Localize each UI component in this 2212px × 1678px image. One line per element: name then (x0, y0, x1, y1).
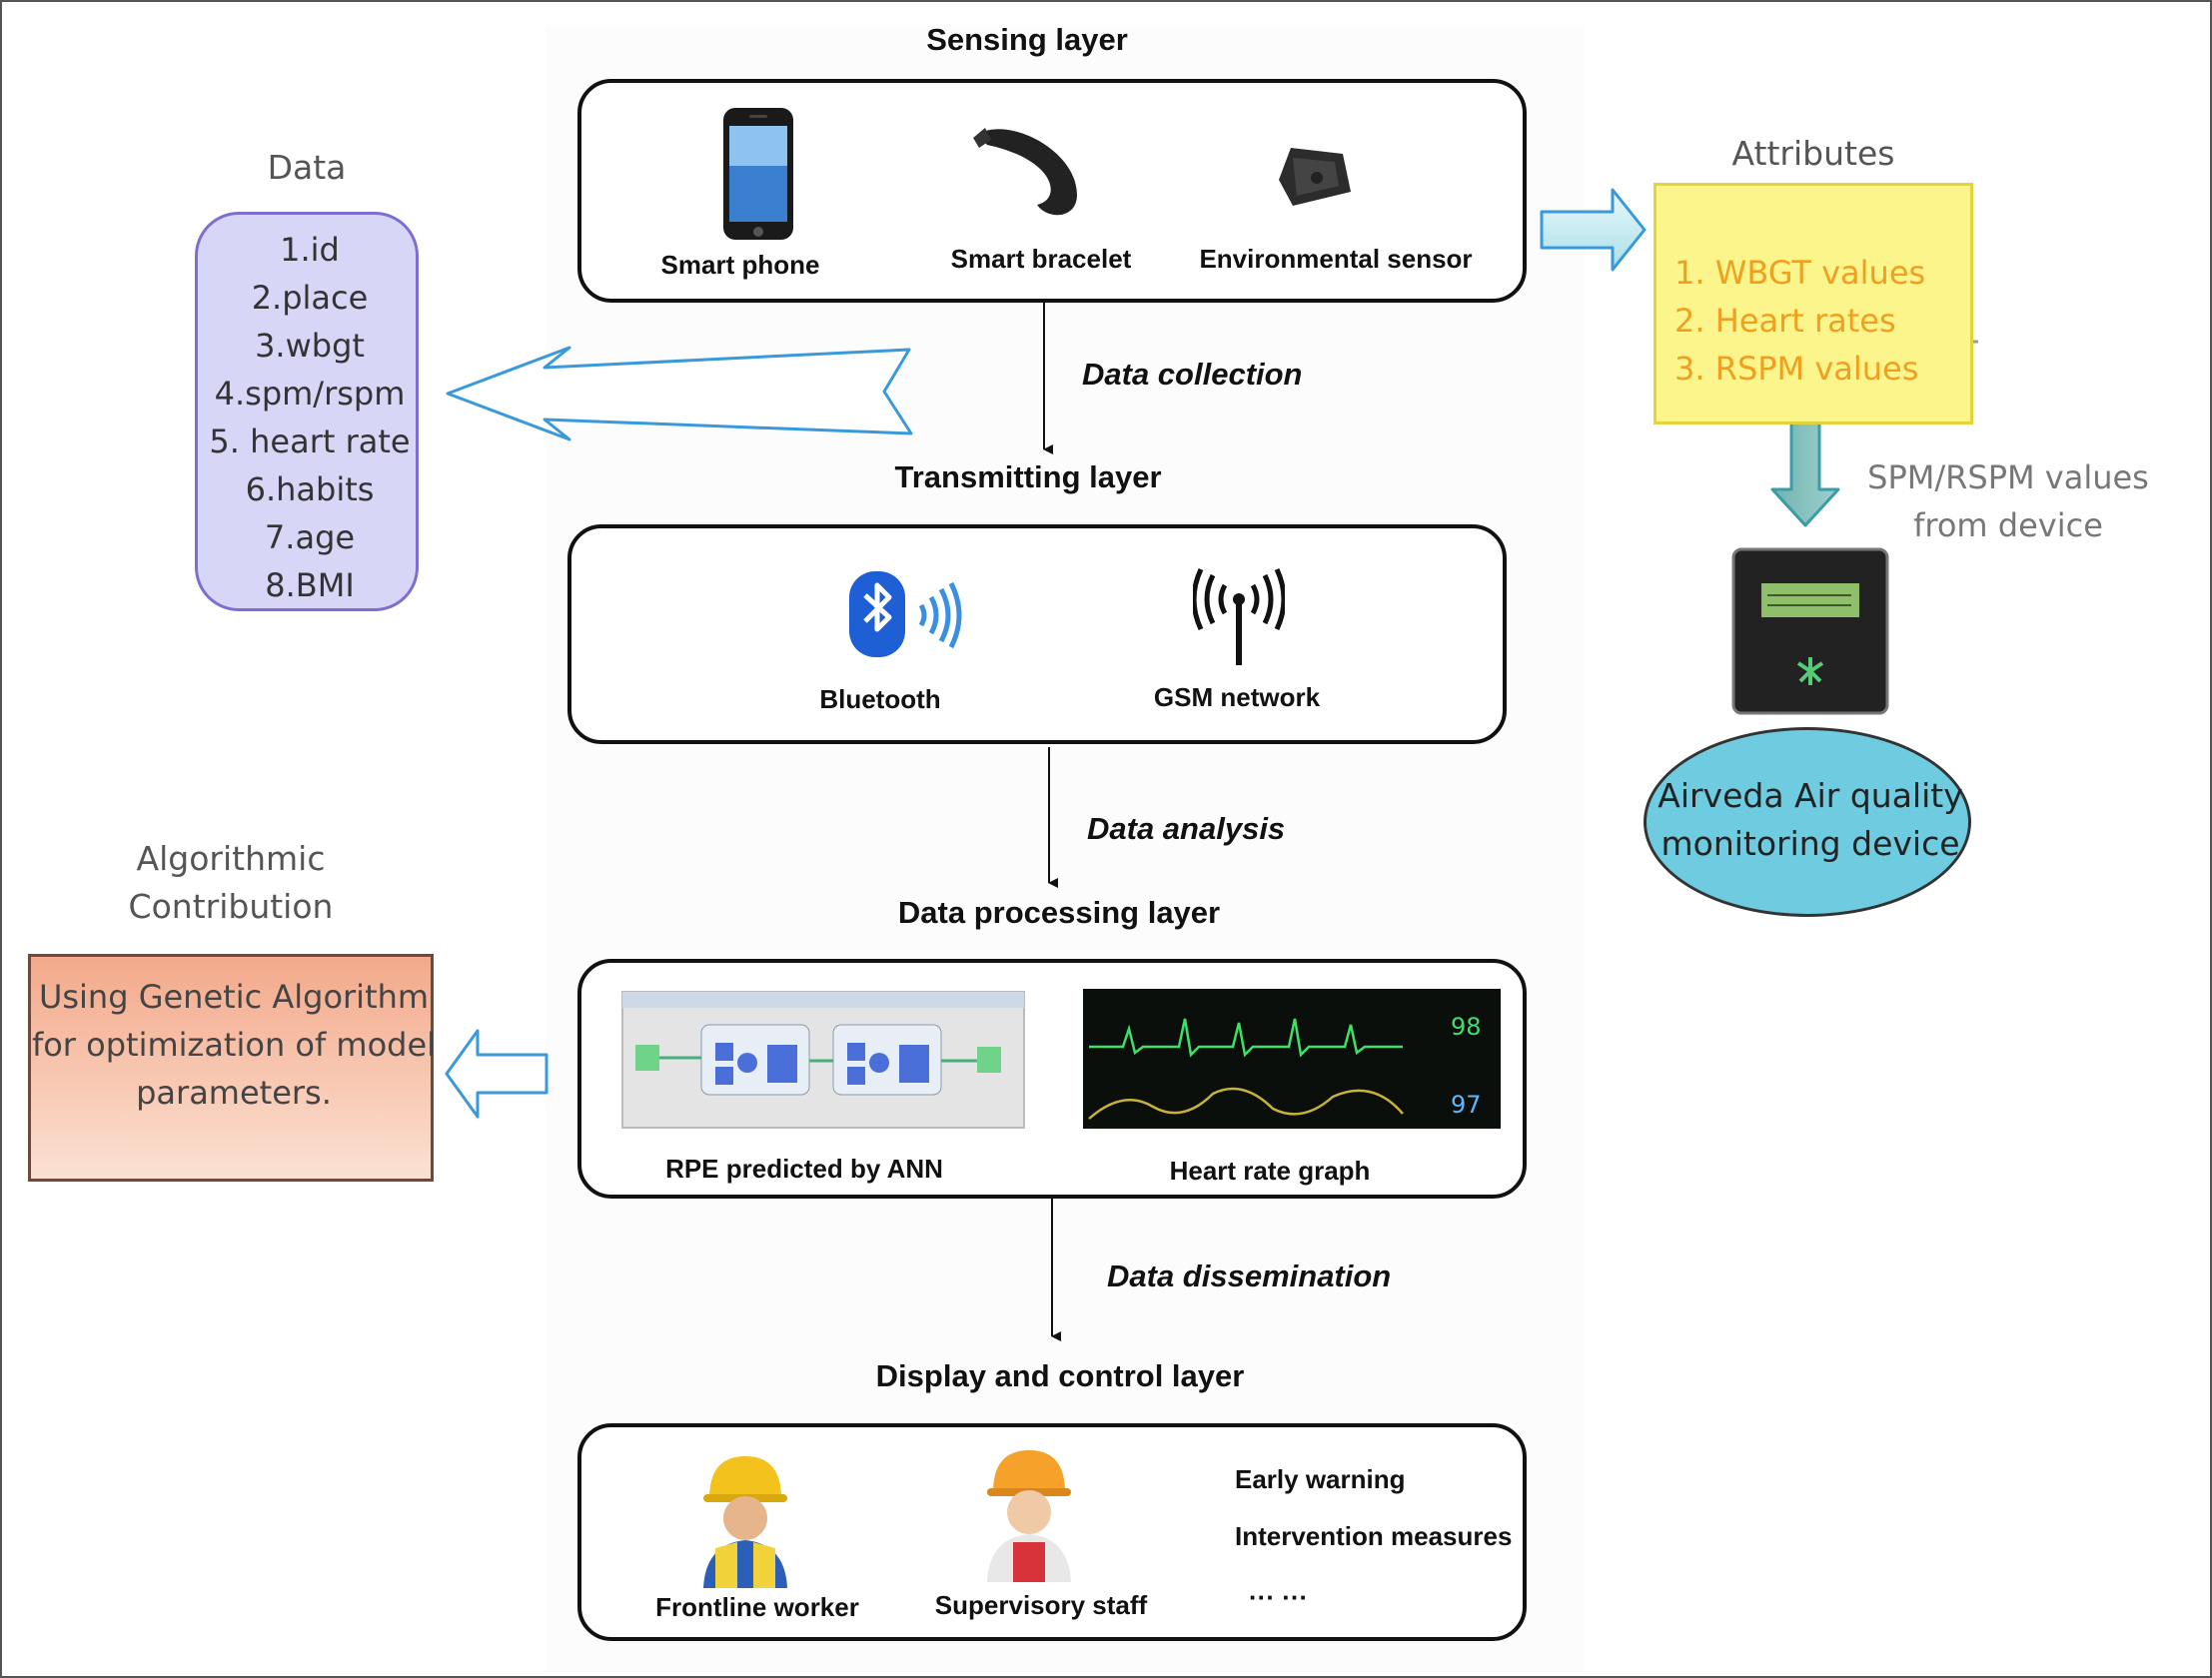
data-title: Data (267, 148, 347, 187)
device-note-line2: from device (1913, 506, 2103, 544)
caption-gsm-network: GSM network (1153, 682, 1321, 712)
caption-heart-rate-graph: Heart rate graph (1169, 1156, 1371, 1186)
monitor-value-heart: 98 (1451, 1013, 1482, 1041)
algorithm-title-line1: Algorithmic (136, 839, 326, 878)
attributes-title: Attributes (1731, 134, 1895, 173)
data-item: 2.place (251, 279, 369, 317)
algorithm-box: Using Genetic Algorithm for optimization… (28, 954, 437, 1182)
caption-frontline-worker: Frontline worker (655, 1592, 859, 1622)
device-note-line1: SPM/RSPM values (1867, 458, 2149, 496)
caption-bluetooth: Bluetooth (819, 684, 941, 714)
step-data-dissemination: Data dissemination (1107, 1258, 1392, 1293)
transmitting-layer-title: Transmitting layer (894, 459, 1162, 494)
sensing-layer-title: Sensing layer (926, 22, 1128, 57)
data-item: 4.spm/rspm (214, 375, 406, 413)
attribute-item: 1. WBGT values (1674, 254, 1926, 292)
attributes-box: 1. WBGT values 2. Heart rates 3. RSPM va… (1654, 183, 1973, 424)
algorithm-title-line2: Contribution (128, 887, 334, 926)
bracelet-icon (973, 128, 1077, 216)
to-attributes-arrow (1540, 188, 1647, 272)
note-intervention-measures: Intervention measures (1235, 1521, 1513, 1551)
transmitting-layer-box (567, 524, 1507, 744)
monitor-value-spo2: 97 (1451, 1091, 1482, 1119)
caption-smart-bracelet: Smart bracelet (950, 244, 1132, 274)
airveda-device-oval: Airveda Air quality monitoring device (1644, 727, 1971, 917)
attribute-item: 3. RSPM values (1674, 350, 1919, 388)
caption-rpe-ann: RPE predicted by ANN (665, 1154, 943, 1184)
note-early-warning: Early warning (1235, 1464, 1406, 1494)
to-algorithm-arrow (445, 1029, 549, 1119)
data-item: 7.age (264, 518, 356, 556)
attribute-item: 2. Heart rates (1674, 302, 1896, 340)
processing-layer-title: Data processing layer (897, 895, 1221, 930)
caption-environmental-sensor: Environmental sensor (1199, 244, 1473, 274)
heart-monitor-image: 98 97 (1083, 989, 1501, 1129)
data-box: 1.id 2.place 3.wbgt 4.spm/rspm 5. heart … (195, 212, 419, 611)
step-data-collection: Data collection (1082, 357, 1303, 392)
worker-icon (703, 1456, 787, 1588)
smartphone-icon (723, 108, 793, 240)
airveda-device-label: Airveda Air quality monitoring device (1658, 776, 1963, 863)
note-ellipsis: ··· ··· (1249, 1582, 1309, 1612)
display-layer-title: Display and control layer (875, 1358, 1245, 1393)
staff-icon (987, 1450, 1071, 1582)
data-item: 3.wbgt (255, 327, 365, 365)
data-item: 1.id (280, 231, 340, 269)
neural-network-image (621, 991, 1025, 1129)
antenna-icon (1193, 567, 1285, 665)
environmental-sensor-icon (1279, 148, 1351, 206)
bluetooth-icon (849, 571, 962, 657)
to-data-arrow (446, 346, 913, 441)
air-quality-device-image (1731, 547, 1889, 715)
step-data-analysis: Data analysis (1087, 811, 1286, 846)
data-item: 5. heart rate (209, 422, 411, 460)
data-item: 8.BMI (265, 566, 355, 604)
caption-smart-phone: Smart phone (660, 250, 820, 280)
data-item: 6.habits (245, 470, 375, 508)
algorithm-text: Using Genetic Algorithm for optimization… (31, 978, 437, 1112)
caption-supervisory-staff: Supervisory staff (934, 1590, 1148, 1620)
